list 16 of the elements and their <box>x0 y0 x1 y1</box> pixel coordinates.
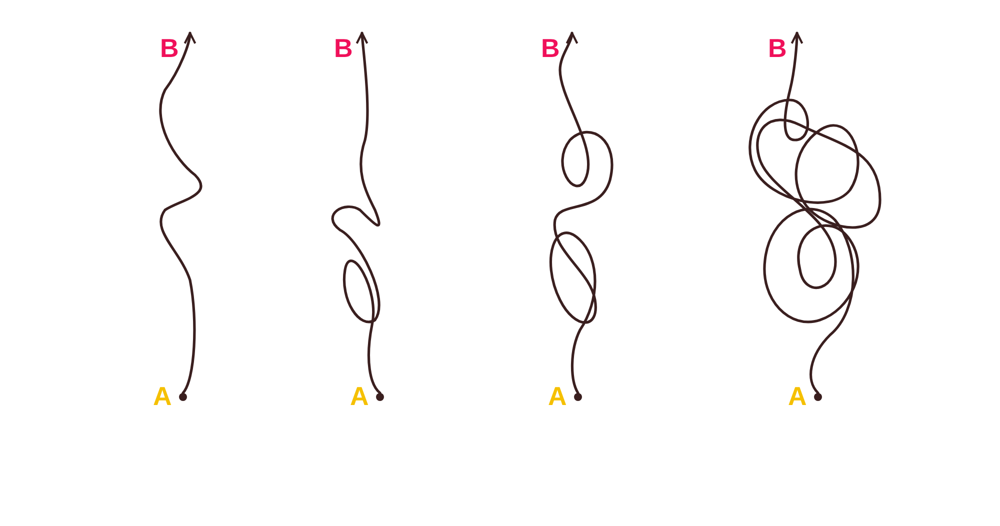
point-label: B <box>160 33 179 63</box>
tangled-arrow <box>159 32 202 394</box>
start-dot <box>814 393 822 401</box>
point-label: A <box>548 381 567 411</box>
point-label: A <box>153 381 172 411</box>
tangled-arrow <box>331 32 382 394</box>
tangled-arrow <box>549 32 614 394</box>
point-label: B <box>541 33 560 63</box>
point-label: A <box>788 381 807 411</box>
start-dot <box>179 393 187 401</box>
start-dot <box>376 393 384 401</box>
start-dot <box>574 393 582 401</box>
point-label: A <box>350 381 369 411</box>
point-label: B <box>334 33 353 63</box>
point-label: B <box>768 33 787 63</box>
tangled-arrow <box>748 32 882 394</box>
